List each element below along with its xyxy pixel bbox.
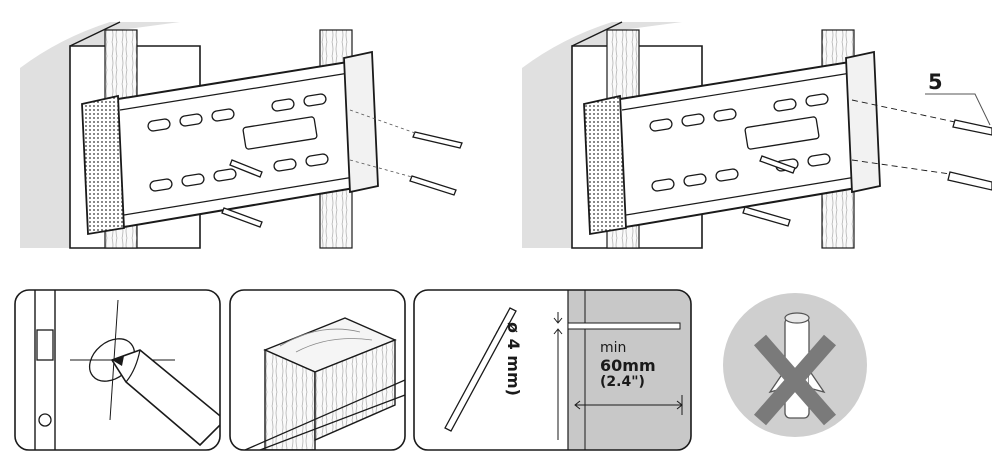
panel-wood-stud [229, 289, 406, 451]
step-number-label: 5 [928, 70, 943, 94]
panel-mark-holes [14, 289, 221, 451]
min-depth-label: min 60mm (2.4") [600, 340, 656, 391]
min-label: min [600, 340, 627, 356]
min-depth-mm: 60mm [600, 356, 656, 375]
drill-diameter-label: ø 4 mm) [504, 322, 523, 396]
panel-drill-depth [413, 289, 692, 451]
mount-plate-scene-left [20, 21, 463, 249]
no-wall-plug-icon [723, 293, 867, 437]
min-depth-inches: (2.4") [600, 374, 645, 390]
mount-plate-scene-right [522, 21, 992, 249]
